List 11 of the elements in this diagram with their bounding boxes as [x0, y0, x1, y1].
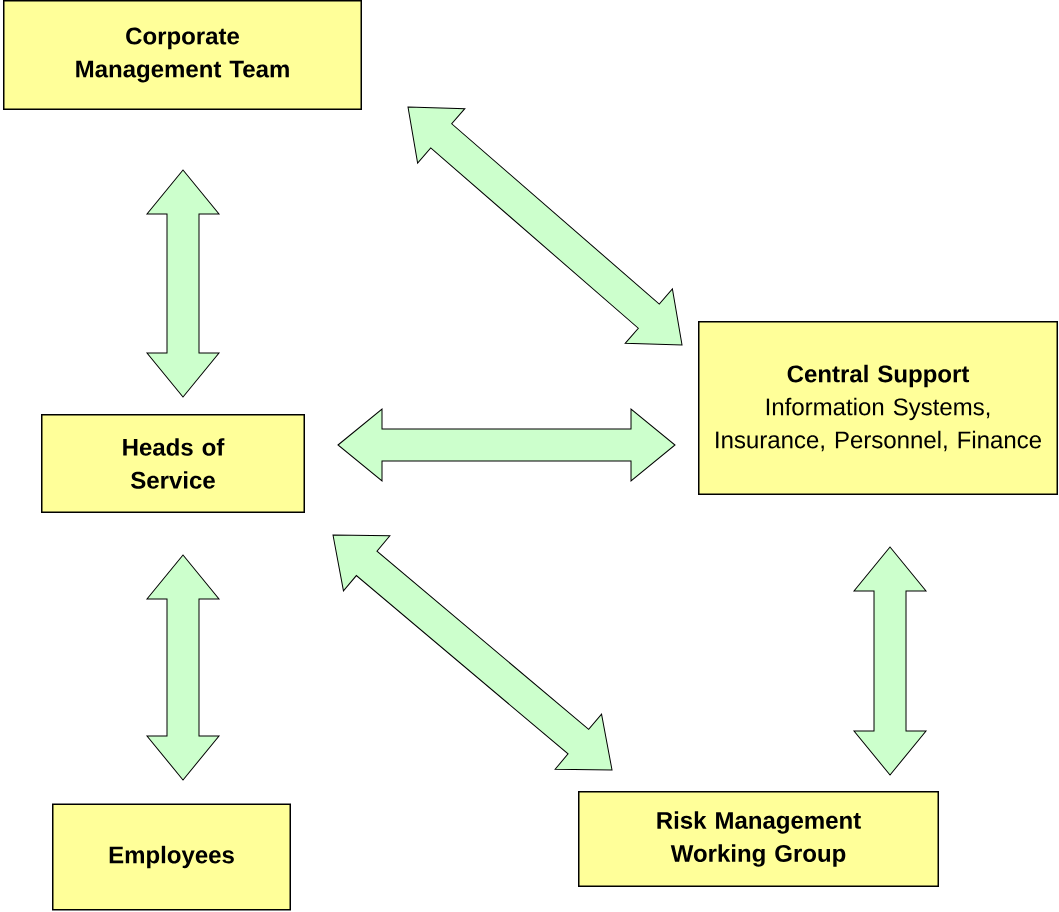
double-arrow — [337, 408, 676, 482]
double-arrow — [332, 534, 613, 771]
process-box: Employees — [52, 803, 291, 911]
process-box: Corporate Management Team — [3, 0, 362, 110]
process-box: Heads of Service — [41, 414, 305, 513]
double-arrow — [146, 169, 220, 398]
double-arrow — [146, 554, 220, 781]
process-box: Central Support Information Systems, Insurance, Personnel, Finance — [698, 321, 1058, 495]
process-box: Risk Management Working Group — [578, 791, 939, 887]
double-arrow — [407, 106, 683, 346]
double-arrow — [853, 546, 927, 776]
